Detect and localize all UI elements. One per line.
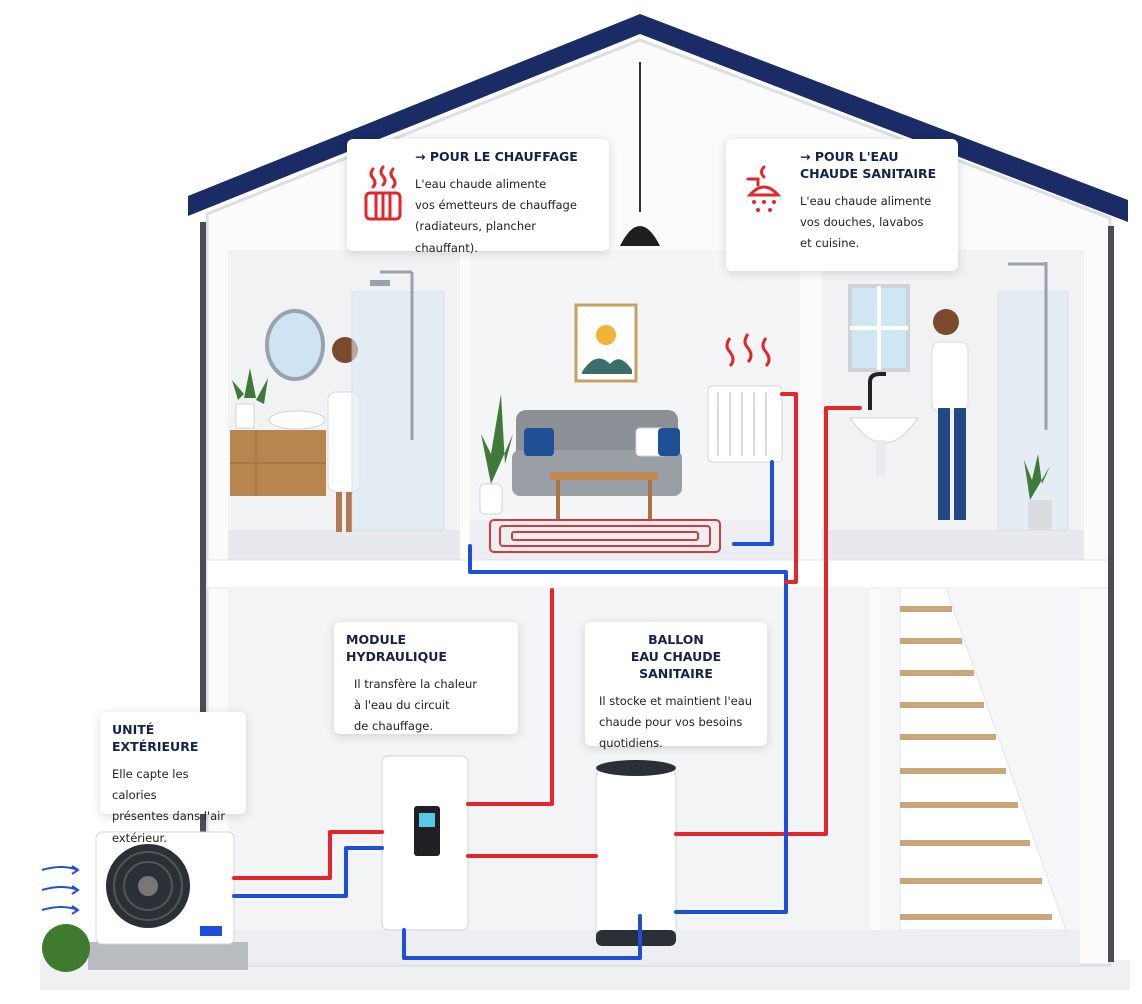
- air-flow-icon: [41, 865, 80, 915]
- pipe-module-to-heating: [466, 588, 554, 806]
- card-hot-water-tank-title-1: BALLON: [648, 632, 704, 647]
- card-sanitary-water-line-1: L'eau chaude alimente: [800, 193, 932, 208]
- mirror: [265, 309, 325, 381]
- card-heating-title: → POUR LE CHAUFFAGE: [415, 149, 578, 164]
- technical-room: [228, 588, 870, 933]
- card-sanitary-water-line-3: et cuisine.: [800, 236, 860, 251]
- pipe-tank-return: [402, 914, 642, 960]
- card-outdoor-unit-title: UNITÉ EXTÉRIEURE: [112, 722, 199, 754]
- floor-left: [228, 530, 460, 560]
- card-hot-water-tank-line-2: chaude pour vos besoins: [599, 714, 743, 729]
- washbasin: [268, 410, 326, 430]
- pipe-outdoor-hot: [232, 830, 384, 880]
- pipe-radiator-feed: [780, 392, 798, 584]
- pipe-radiator-return: [732, 460, 774, 546]
- card-sanitary-water-title-1: → POUR L'EAU: [800, 149, 899, 164]
- washbasin-right: [849, 417, 919, 444]
- card-hydraulic-module-line-3: de chauffage.: [354, 719, 433, 734]
- faucet-right: [868, 372, 886, 410]
- card-outdoor-unit-line-1: Elle capte les calories: [112, 766, 189, 803]
- radiator-heat-waves: [725, 333, 771, 368]
- pipe-network: [232, 392, 862, 960]
- downpipe-left: [200, 222, 206, 962]
- plant-right: [1024, 454, 1050, 500]
- card-sanitary-water-title-2: CHAUDE SANITAIRE: [800, 165, 937, 181]
- card-hydraulic-module-line-2: à l'eau du circuit: [354, 698, 450, 713]
- card-sanitary-water-line-2: vos douches, lavabos: [800, 215, 924, 230]
- shower-icon: [746, 165, 782, 212]
- card-outdoor-unit-line-2: présentes dans l'air: [112, 809, 226, 824]
- card-heating: → POUR LE CHAUFFAGE L'eau chaude aliment…: [347, 139, 609, 255]
- plant-living: [479, 483, 503, 515]
- card-hydraulic-module-title: MODULE HYDRAULIQUE: [346, 632, 447, 664]
- card-outdoor-unit-line-3: extérieur.: [112, 830, 167, 845]
- card-hot-water-tank-line-3: quotidiens.: [599, 736, 663, 751]
- staircase: [899, 587, 1067, 931]
- card-outdoor-unit: UNITÉ EXTÉRIEURE Elle capte les calories…: [100, 712, 246, 845]
- pendant-lamp: [620, 226, 660, 246]
- card-hydraulic-module: MODULE HYDRAULIQUE Il transfère la chale…: [334, 622, 518, 734]
- outdoor-unit-base: [88, 942, 248, 970]
- card-hot-water-tank: BALLON EAU CHAUDE SANITAIRE Il stocke et…: [585, 622, 767, 750]
- plant-left: [232, 368, 268, 404]
- hot-water-tank: [595, 763, 677, 945]
- pipe-tank-to-sink: [674, 406, 862, 836]
- underfloor-heating: [489, 519, 721, 553]
- card-hot-water-tank-title-2: EAU CHAUDE SANITAIRE: [630, 648, 722, 681]
- card-hot-water-tank-line-1: Il stocke et maintient l'eau: [599, 693, 753, 708]
- coffee-table: [550, 472, 658, 480]
- card-hydraulic-module-line-1: Il transfère la chaleur: [354, 676, 477, 691]
- radiator: [707, 385, 783, 463]
- card-heating-line-1: L'eau chaude alimente: [415, 176, 547, 191]
- woman-right: [933, 309, 959, 335]
- downpipe-right: [1108, 226, 1114, 962]
- card-hot-water-tank-title: BALLON EAU CHAUDE SANITAIRE: [597, 632, 755, 683]
- card-heating-line-3: (radiateurs, plancher chauffant).: [415, 219, 536, 255]
- shower-enclosure-left: [351, 291, 445, 531]
- radiator-heat-icon: [364, 165, 402, 221]
- shrub: [42, 924, 90, 972]
- card-heating-line-2: vos émetteurs de chauffage: [415, 198, 577, 213]
- card-sanitary-water: → POUR L'EAU CHAUDE SANITAIRE L'eau chau…: [726, 139, 958, 271]
- card-sanitary-water-title: → POUR L'EAU CHAUDE SANITAIRE: [800, 149, 946, 183]
- pipe-outdoor-cold: [232, 846, 384, 898]
- floor-right: [822, 530, 1084, 560]
- pipe-cold-loop: [468, 544, 788, 914]
